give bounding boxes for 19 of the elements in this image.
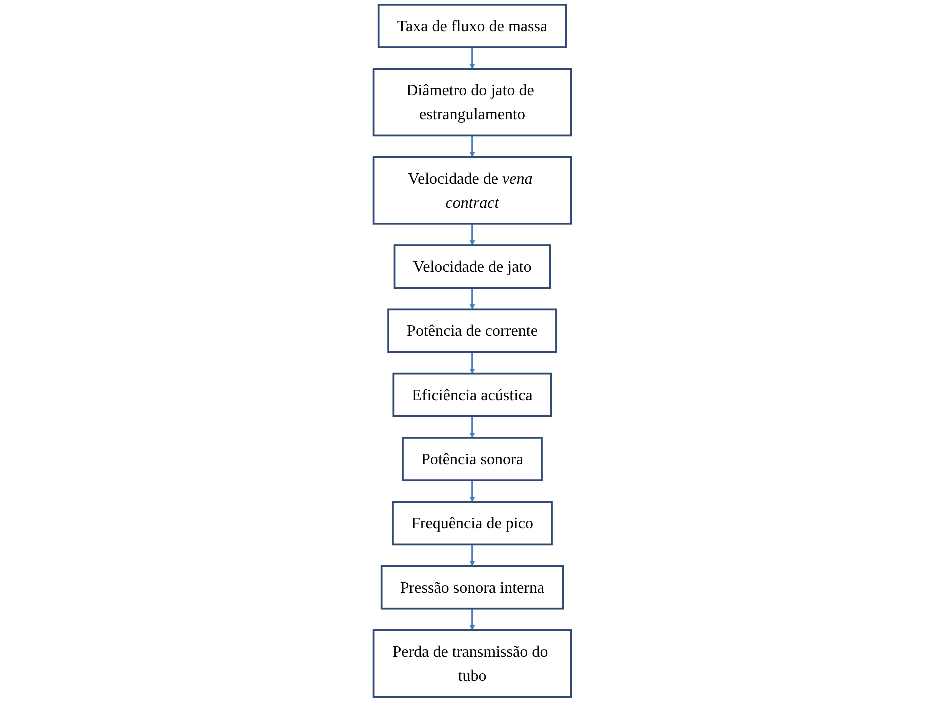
arrow <box>470 352 476 374</box>
arrow <box>470 224 476 246</box>
node-box: Potência de corrente <box>388 308 558 354</box>
arrow <box>470 416 476 438</box>
arrow <box>470 136 476 158</box>
arrow <box>470 288 476 310</box>
node-box: Eficiência acústica <box>392 372 552 418</box>
node-box: Potência sonora <box>402 437 543 482</box>
node-box: Taxa de fluxo de massa <box>378 4 568 48</box>
arrow <box>470 480 476 502</box>
node-box: Velocidade de vena contract <box>372 156 572 225</box>
node-box: Frequência de pico <box>392 501 553 546</box>
node-box: Diâmetro do jato de estrangulamento <box>372 68 572 137</box>
node-box: Perda de transmissão do tubo <box>372 630 572 698</box>
node-box: Pressão sonora interna <box>380 565 564 610</box>
arrow <box>470 48 476 70</box>
node-box: Velocidade de jato <box>394 244 552 289</box>
arrow <box>470 544 476 567</box>
arrow <box>470 608 476 631</box>
